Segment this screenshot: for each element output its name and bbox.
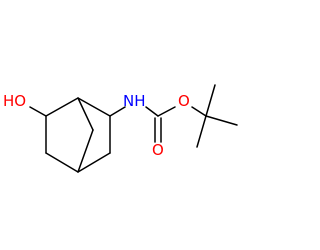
molecule-structure: HO NH O O xyxy=(3,84,238,173)
bond-bridge-bottom xyxy=(77,129,94,173)
carbonyl-oxygen-label: O xyxy=(152,141,164,159)
bond-bridge-top xyxy=(77,97,94,131)
hydroxyl-label: HO xyxy=(3,92,26,110)
bond-ch2-c5 xyxy=(45,152,79,173)
ester-oxygen-label: O xyxy=(178,92,190,110)
bond-c5-ch2-right xyxy=(77,152,111,173)
amine-label: NH xyxy=(123,92,146,110)
bond-tbutyl-methyl-right xyxy=(205,115,238,126)
bond-tbutyl-methyl-top xyxy=(205,84,216,117)
bond-nh-carbonyl xyxy=(145,106,159,117)
bond-choh-oh xyxy=(29,106,47,117)
bond-carbonyl-o xyxy=(157,106,176,117)
bond-skeleton xyxy=(29,84,238,173)
atom-labels: HO NH O O xyxy=(3,92,190,159)
bond-c2-choh xyxy=(45,97,79,117)
bond-o-tbutyl xyxy=(191,106,207,117)
bond-tbutyl-methyl-bottom xyxy=(196,115,207,148)
bond-chnh-c2 xyxy=(77,97,111,117)
bond-chnh-nh xyxy=(109,106,126,117)
